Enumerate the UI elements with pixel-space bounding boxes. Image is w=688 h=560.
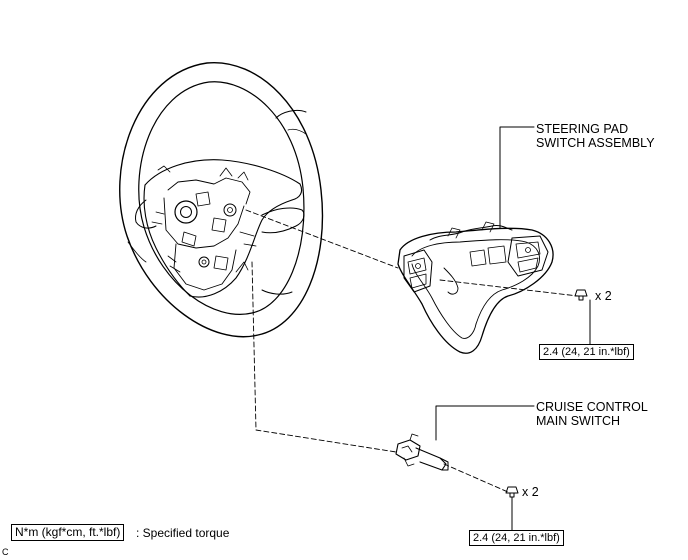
- steering-pad-label-line1: STEERING PAD: [536, 122, 629, 136]
- legend-unit-box: N*m (kgf*cm, ft.*lbf): [11, 524, 125, 541]
- screw-quantity-upper: x 2: [595, 289, 612, 303]
- screw-quantity-lower: x 2: [522, 485, 539, 499]
- cruise-control-label-line2: MAIN SWITCH: [536, 414, 621, 428]
- legend-description: : Specified torque: [136, 526, 230, 540]
- steering-wheel: [119, 62, 324, 338]
- torque-spec-lower: 2.4 (24, 21 in.*lbf): [469, 530, 564, 546]
- torque-spec-upper: 2.4 (24, 21 in.*lbf): [539, 344, 634, 360]
- assembly-lines: [245, 209, 579, 493]
- corner-code: C: [2, 547, 9, 557]
- cruise-control-label-line1: CRUISE CONTROL: [536, 400, 648, 414]
- steering-pad-label-line2: SWITCH ASSEMBLY: [536, 136, 655, 150]
- leader-lines: [435, 126, 591, 531]
- steering-pad-switch-assembly: [397, 221, 554, 354]
- screw-upper: [574, 289, 588, 301]
- screw-lower: [505, 486, 519, 498]
- cruise-control-switch: [395, 433, 449, 471]
